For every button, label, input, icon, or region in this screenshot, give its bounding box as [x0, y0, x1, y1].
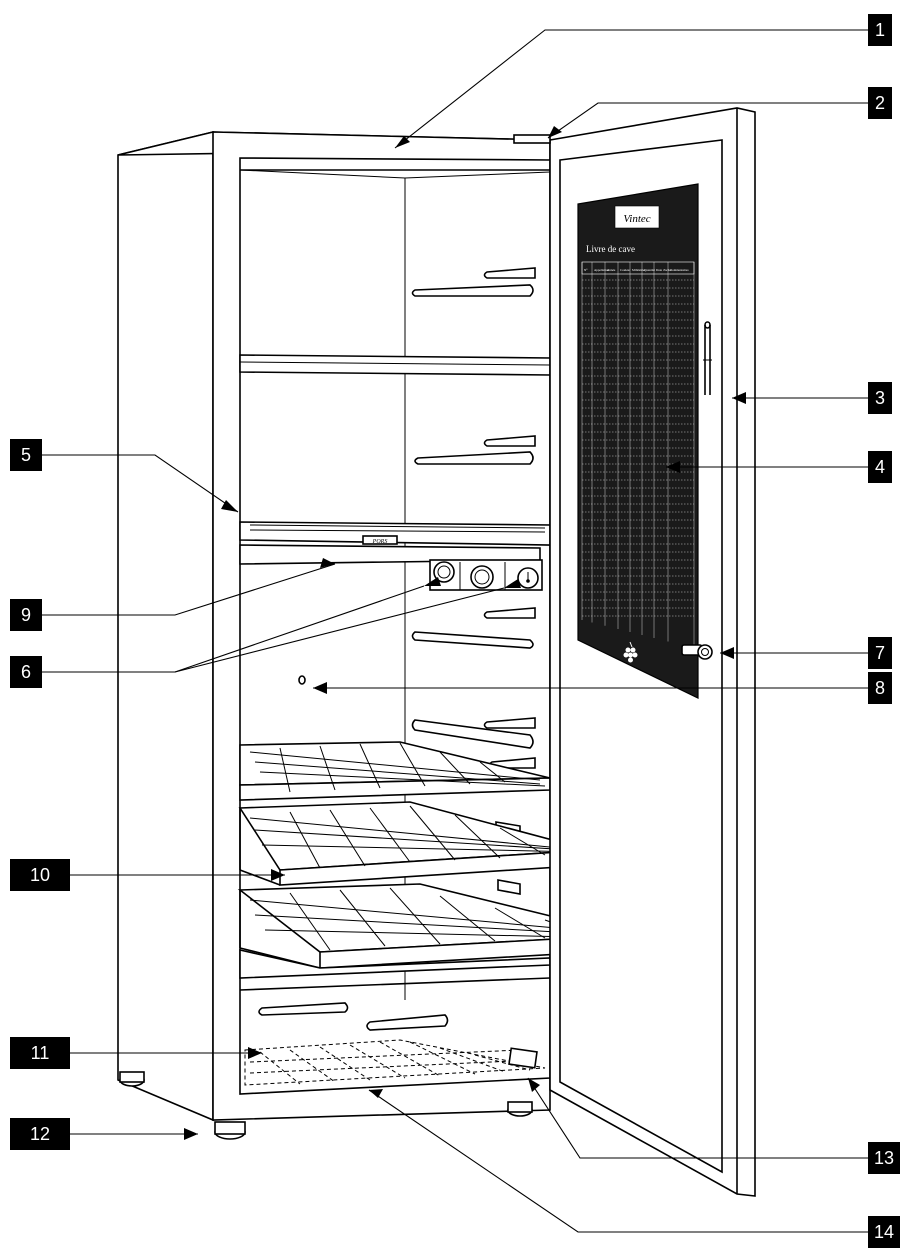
control-panel	[429, 559, 543, 591]
callout-label: 14	[874, 1222, 894, 1242]
card-column-header: Date d'achat	[656, 268, 672, 272]
card-column-header: Commentaires	[670, 268, 689, 272]
callout-9: 9	[10, 599, 42, 631]
callout-14: 14	[868, 1216, 900, 1248]
sensor-hole	[298, 675, 306, 685]
callout-label: 3	[875, 388, 885, 408]
callout-label: 4	[875, 457, 885, 477]
callout-6: 6	[10, 656, 42, 688]
card-brand: Vintec	[623, 213, 650, 225]
leader-lines	[42, 29, 868, 1233]
callout-7: 7	[868, 637, 892, 669]
lower-shelf-1	[239, 741, 551, 801]
callout-label: 7	[875, 643, 885, 663]
callout-label: 6	[21, 662, 31, 682]
feet	[119, 1071, 533, 1140]
callout-box	[10, 656, 42, 688]
callout-label: 5	[21, 445, 31, 465]
callout-10: 10	[10, 859, 70, 891]
callout-box	[10, 439, 42, 471]
card-column-header: Année	[607, 268, 616, 272]
callout-label: 1	[875, 20, 885, 40]
callout-box	[10, 1037, 70, 1069]
callout-label: 2	[875, 93, 885, 113]
callout-1: 1	[868, 14, 892, 46]
callout-label: 13	[874, 1148, 894, 1168]
grape-icon	[623, 641, 638, 663]
card-column-header: N°	[584, 268, 588, 272]
callout-5: 5	[10, 439, 42, 471]
callout-11: 11	[10, 1037, 70, 1069]
callout-3: 3	[868, 382, 892, 414]
callout-box	[868, 382, 892, 414]
callout-box	[868, 1216, 900, 1248]
card-title: Livre de cave	[586, 244, 635, 254]
callout-8: 8	[868, 672, 892, 704]
card-column-header: Millésime	[632, 268, 646, 272]
lock-icon	[681, 644, 713, 660]
shelf-tag: PORS	[372, 539, 388, 545]
callout-box	[10, 859, 70, 891]
callout-box	[10, 1118, 70, 1150]
card-column-header: Quantité	[644, 268, 656, 272]
callout-box	[868, 1142, 900, 1174]
callout-label: 12	[30, 1124, 50, 1144]
card-grid	[581, 262, 695, 648]
bottom-compartment	[239, 977, 551, 1086]
card-column-header: Appellation	[594, 268, 609, 272]
callout-box	[868, 451, 892, 483]
card-column-header: Couleur	[620, 268, 631, 272]
callout-box	[868, 87, 892, 119]
callout-2: 2	[868, 87, 892, 119]
side-rails	[411, 267, 536, 895]
callout-box	[868, 14, 892, 46]
callout-box	[868, 637, 892, 669]
callout-label: 8	[875, 678, 885, 698]
callout-box	[10, 599, 42, 631]
arrow-heads	[184, 126, 746, 1140]
callout-4: 4	[868, 451, 892, 483]
callout-box	[868, 672, 892, 704]
callout-13: 13	[868, 1142, 900, 1174]
callout-label: 10	[30, 865, 50, 885]
callout-12: 12	[10, 1118, 70, 1150]
upper-shelf	[239, 354, 551, 376]
callout-label: 9	[21, 605, 31, 625]
callout-label: 11	[31, 1043, 50, 1063]
